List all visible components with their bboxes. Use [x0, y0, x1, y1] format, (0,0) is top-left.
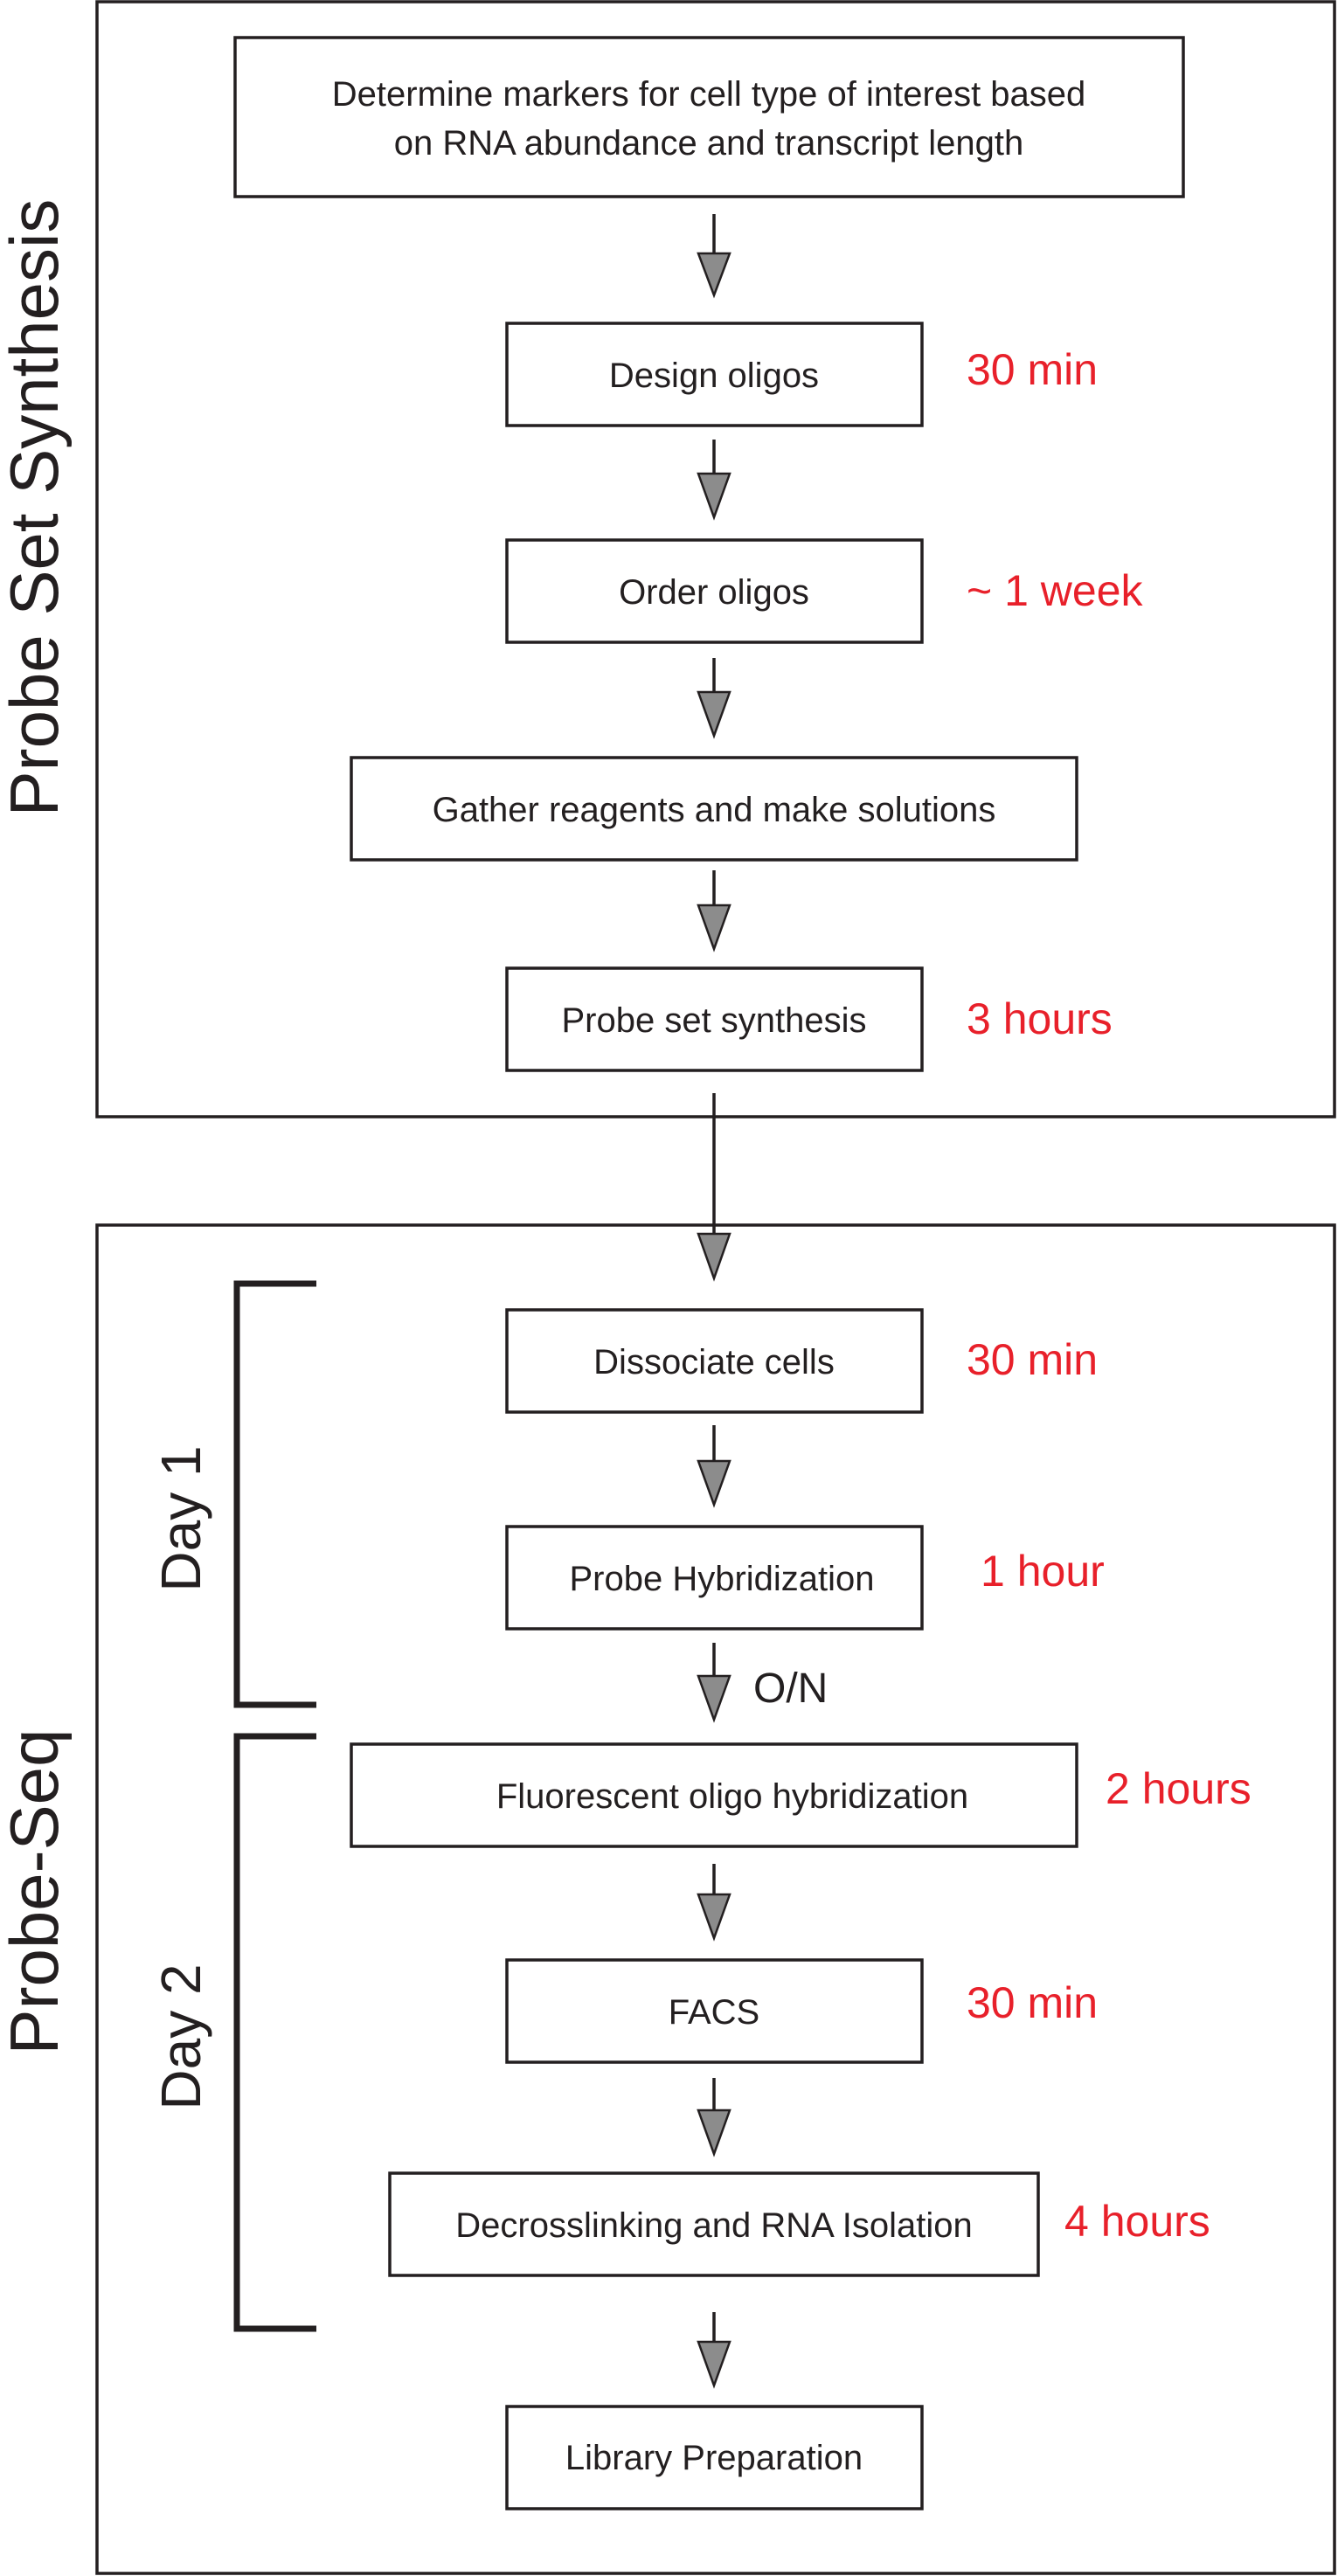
- day1-bracket: [233, 1280, 316, 1708]
- step-label: Library Preparation: [565, 2439, 863, 2477]
- arrow-synthesis-to-dissociate: [697, 1093, 731, 1282]
- overnight-label: O/N: [753, 1665, 828, 1712]
- step-box: [233, 36, 1185, 198]
- step-dissociate-cells: Dissociate cells: [505, 1308, 924, 1414]
- step-box: [388, 2171, 1040, 2277]
- step-determine-markers: Determine markers for cell type of inter…: [233, 36, 1185, 198]
- time-order-oligos: ~ 1 week: [967, 566, 1144, 615]
- step-library-preparation: Library Preparation: [505, 2405, 924, 2510]
- arrow-fluorescent-to-facs: [697, 1864, 731, 1942]
- arrow-order-to-gather: [697, 658, 731, 739]
- time-design-oligos: 30 min: [967, 345, 1098, 394]
- step-probe-hybridization: Probe Hybridization: [505, 1525, 924, 1631]
- time-dissociate-cells: 30 min: [967, 1335, 1098, 1384]
- step-gather-reagents: Gather reagents and make solutions: [350, 756, 1078, 862]
- step-order-oligos: Order oligos: [505, 538, 924, 644]
- step-fluorescent-oligo-hybridization: Fluorescent oligo hybridization: [350, 1742, 1078, 1848]
- step-box: [505, 2405, 924, 2510]
- arrow-markers-to-design: [697, 214, 731, 299]
- step-design-oligos: Design oligos: [505, 322, 924, 427]
- arrow-facs-to-decrosslinking: [697, 2078, 731, 2157]
- step-label: Decrosslinking and RNA Isolation: [455, 2206, 972, 2245]
- time-decrosslinking-rna-isolation: 4 hours: [1064, 2197, 1210, 2246]
- section-label-probe-seq: Probe-Seq: [0, 1729, 73, 2055]
- step-box: [505, 322, 924, 427]
- arrow-dissociate-to-hybridization: [697, 1425, 731, 1508]
- time-probe-set-synthesis: 3 hours: [967, 994, 1113, 1043]
- day1-label: Day 1: [149, 1445, 212, 1591]
- time-fluorescent-oligo-hybridization: 2 hours: [1106, 1764, 1251, 1813]
- step-box: [505, 1308, 924, 1414]
- step-box: [505, 1525, 924, 1631]
- probe-set-synthesis-panel: [95, 0, 1336, 1118]
- step-probe-set-synthesis: Probe set synthesis: [505, 966, 924, 1072]
- step-label: Order oligos: [619, 573, 809, 612]
- step-box: [505, 966, 924, 1072]
- arrow-hybridization-to-fluorescent: [697, 1643, 731, 1723]
- day2-bracket: [233, 1733, 316, 2332]
- day2-label: Day 2: [149, 1963, 212, 2109]
- step-label-line1: Determine markers for cell type of inter…: [332, 75, 1086, 114]
- step-decrosslinking-rna-isolation: Decrosslinking and RNA Isolation: [388, 2171, 1040, 2277]
- time-facs: 30 min: [967, 1978, 1098, 2027]
- time-probe-hybridization: 1 hour: [981, 1547, 1105, 1596]
- step-box: [505, 1958, 924, 2064]
- step-label: Gather reagents and make solutions: [433, 791, 996, 829]
- arrow-gather-to-synthesis: [697, 870, 731, 952]
- step-label: Design oligos: [609, 357, 819, 395]
- step-label: Dissociate cells: [593, 1343, 835, 1381]
- step-label: Probe set synthesis: [561, 1001, 866, 1040]
- section-label-probe-set-synthesis: Probe Set Synthesis: [0, 199, 73, 817]
- arrow-decrosslinking-to-library: [697, 2312, 731, 2389]
- step-box: [505, 538, 924, 644]
- step-label-line2: on RNA abundance and transcript length: [394, 124, 1024, 163]
- arrow-design-to-order: [697, 440, 731, 521]
- step-label: FACS: [669, 1993, 759, 2032]
- step-label: Probe Hybridization: [569, 1560, 874, 1598]
- step-box: [350, 756, 1078, 862]
- step-box: [350, 1742, 1078, 1848]
- probe-seq-panel: [95, 1223, 1336, 2575]
- step-facs: FACS: [505, 1958, 924, 2064]
- step-label: Fluorescent oligo hybridization: [496, 1777, 968, 1816]
